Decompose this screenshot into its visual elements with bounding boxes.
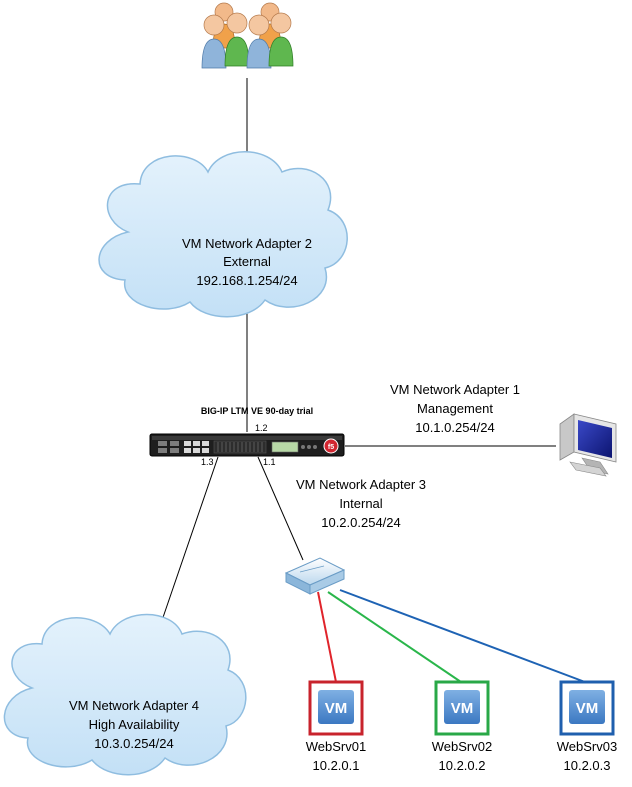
management-adapter-role: Management <box>417 401 493 416</box>
vm-icon: VM <box>434 680 490 736</box>
external-cloud: VM Network Adapter 2 External 192.168.1.… <box>98 151 348 318</box>
device-title: BIG-IP LTM VE 90-day trial <box>201 406 313 416</box>
switch-icon <box>284 557 346 595</box>
internal-adapter-role: Internal <box>339 496 382 511</box>
server-name: WebSrv02 <box>432 739 492 754</box>
server-ip: 10.2.0.1 <box>313 758 360 773</box>
svg-text:f5: f5 <box>328 444 334 451</box>
external-adapter-name: VM Network Adapter 2 <box>182 236 312 251</box>
port-1-1-label: 1.1 <box>263 457 276 467</box>
port-1-3-label: 1.3 <box>201 457 214 467</box>
switch-to-websrv03-link <box>339 589 586 683</box>
management-adapter-ip: 10.1.0.254/24 <box>415 420 495 435</box>
server-name: WebSrv01 <box>306 739 366 754</box>
vm-label: VM <box>325 700 348 717</box>
monitor-icon <box>559 413 617 477</box>
server-websrv01: VM WebSrv01 10.2.0.1 <box>306 680 366 773</box>
device-to-switch-link <box>257 456 304 561</box>
users-group-icon <box>201 2 294 69</box>
switch-to-websrv02-link <box>327 591 462 683</box>
management-network: VM Network Adapter 1 Management 10.1.0.2… <box>390 382 617 477</box>
cloud-icon <box>98 151 348 318</box>
internal-adapter-ip: 10.2.0.254/24 <box>321 515 401 530</box>
external-adapter-role: External <box>223 254 271 269</box>
big-ip-device: BIG-IP LTM VE 90-day trial <box>149 406 345 467</box>
server-name: WebSrv03 <box>557 739 617 754</box>
vm-label: VM <box>451 700 474 717</box>
ha-adapter-role: High Availability <box>89 717 180 732</box>
big-ip-appliance-icon: f5 <box>149 433 345 457</box>
server-ip: 10.2.0.3 <box>564 758 611 773</box>
external-adapter-ip: 192.168.1.254/24 <box>196 273 297 288</box>
server-websrv02: VM WebSrv02 10.2.0.2 <box>432 680 492 773</box>
connection-lines <box>157 78 586 683</box>
internal-adapter-name: VM Network Adapter 3 <box>296 477 426 492</box>
ha-adapter-ip: 10.3.0.254/24 <box>94 736 174 751</box>
switch-to-websrv01-link <box>317 591 337 683</box>
cloud-icon <box>3 613 247 776</box>
management-adapter-name: VM Network Adapter 1 <box>390 382 520 397</box>
vm-icon: VM <box>308 680 364 736</box>
port-1-2-label: 1.2 <box>255 423 268 433</box>
internal-network: VM Network Adapter 3 Internal 10.2.0.254… <box>284 477 426 595</box>
vm-icon: VM <box>559 680 615 736</box>
server-websrv03: VM WebSrv03 10.2.0.3 <box>557 680 617 773</box>
ha-adapter-name: VM Network Adapter 4 <box>69 698 199 713</box>
server-ip: 10.2.0.2 <box>439 758 486 773</box>
vm-label: VM <box>576 700 599 717</box>
device-to-ha-link <box>157 456 219 633</box>
ha-cloud: VM Network Adapter 4 High Availability 1… <box>3 613 247 776</box>
